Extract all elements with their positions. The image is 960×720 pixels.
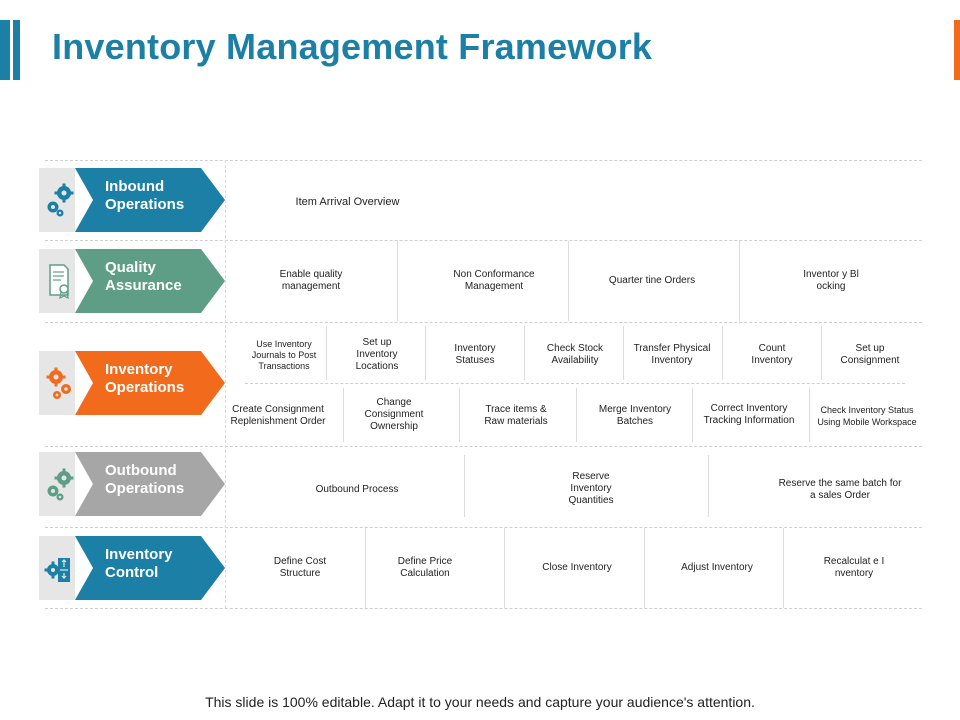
- cell-operations: Merge Inventory Batches: [598, 404, 672, 427]
- page-title: Inventory Management Framework: [52, 26, 653, 67]
- cell-quality: Non Conformance Management: [453, 269, 535, 292]
- cell-operations: Inventory Statuses: [454, 343, 496, 366]
- cell-outbound: Outbound Process: [315, 484, 399, 495]
- gears-icon: [47, 183, 74, 217]
- cell-control: Close Inventory: [542, 562, 612, 573]
- row-label-quality: Quality Assurance: [39, 249, 225, 313]
- gears-icon: [46, 367, 71, 399]
- cell-operations: Check Inventory Status Using Mobile Work…: [817, 405, 917, 427]
- cell-control: Adjust Inventory: [681, 562, 753, 573]
- cell-operations: Count Inventory: [751, 343, 793, 366]
- cell-quality: Quarter tine Orders: [608, 275, 696, 286]
- cell-control: Define Price Calculation: [397, 556, 453, 579]
- row-label-text: Quality Assurance: [105, 259, 182, 294]
- cell-operations: Trace items & Raw materials: [484, 404, 548, 427]
- row-label-outbound: Outbound Operations: [39, 452, 225, 516]
- cell-operations: Set up Inventory Locations: [355, 337, 399, 372]
- title-accent-bars: [0, 20, 20, 80]
- cell-outbound: Reserve the same batch for a sales Order: [778, 478, 902, 501]
- right-accent-bar: [954, 20, 960, 80]
- gear-document-icon: [44, 558, 70, 582]
- footer-note: This slide is 100% editable. Adapt it to…: [205, 694, 755, 710]
- cell-operations: Transfer Physical Inventory: [633, 343, 711, 366]
- cell-operations: Change Consignment Ownership: [364, 397, 424, 432]
- row-label-text: Inventory Control: [105, 546, 173, 581]
- cell-operations: Check Stock Availability: [546, 343, 604, 366]
- row-label-text: Inventory Operations: [105, 361, 185, 396]
- cell-control: Define Cost Structure: [273, 556, 327, 579]
- cell-control: Recalculat e Inventory: [823, 556, 885, 579]
- row-label-text: Outbound Operations: [105, 462, 185, 497]
- cell-operations: Correct Inventory Tracking Information: [703, 403, 795, 426]
- row-label-text: Inbound Operations: [105, 178, 185, 213]
- cell-quality: Enable quality management: [279, 269, 343, 292]
- cell-item-arrival-overview: Item Arrival Overview: [295, 195, 400, 208]
- cell-quality: Inventor y Blocking: [803, 269, 859, 292]
- cell-operations: Create Consignment Replenishment Order: [230, 404, 326, 427]
- row-label-inbound: Inbound Operations: [39, 168, 225, 232]
- row-label-control: Inventory Control: [39, 536, 225, 600]
- row-label-operations: Inventory Operations: [39, 351, 225, 415]
- cell-outbound: Reserve Inventory Quantities: [568, 471, 614, 506]
- cell-operations: Set up Consignment: [840, 343, 900, 366]
- cell-operations: Use Inventory Journals to Post Transacti…: [251, 338, 317, 371]
- certificate-icon: [49, 264, 69, 299]
- gears-icon: [47, 468, 74, 501]
